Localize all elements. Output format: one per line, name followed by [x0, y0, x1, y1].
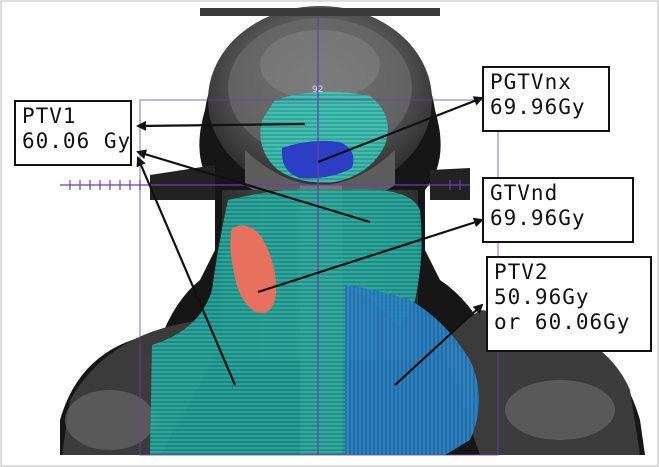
- gtvnd-label: GTVnd 69.96Gy: [482, 177, 634, 243]
- ptv2-name: PTV2: [494, 260, 644, 285]
- slice-marker: 92: [312, 85, 323, 95]
- ptv1-dose: 60.06 Gy: [22, 129, 124, 154]
- ptv2-dose: 50.96Gy: [494, 285, 644, 310]
- ptv2-alt-dose: or 60.06Gy: [494, 310, 644, 335]
- pgtvnx-label: PGTVnx 69.96Gy: [482, 66, 610, 132]
- ptv1-label: PTV1 60.06 Gy: [14, 100, 132, 166]
- pgtvnx-dose: 69.96Gy: [490, 95, 602, 120]
- ptv2-label: PTV2 50.96Gy or 60.06Gy: [486, 256, 652, 352]
- gtvnd-dose: 69.96Gy: [490, 206, 626, 231]
- gtvnd-name: GTVnd: [490, 181, 626, 206]
- ptv1-name: PTV1: [22, 104, 124, 129]
- pgtvnx-name: PGTVnx: [490, 70, 602, 95]
